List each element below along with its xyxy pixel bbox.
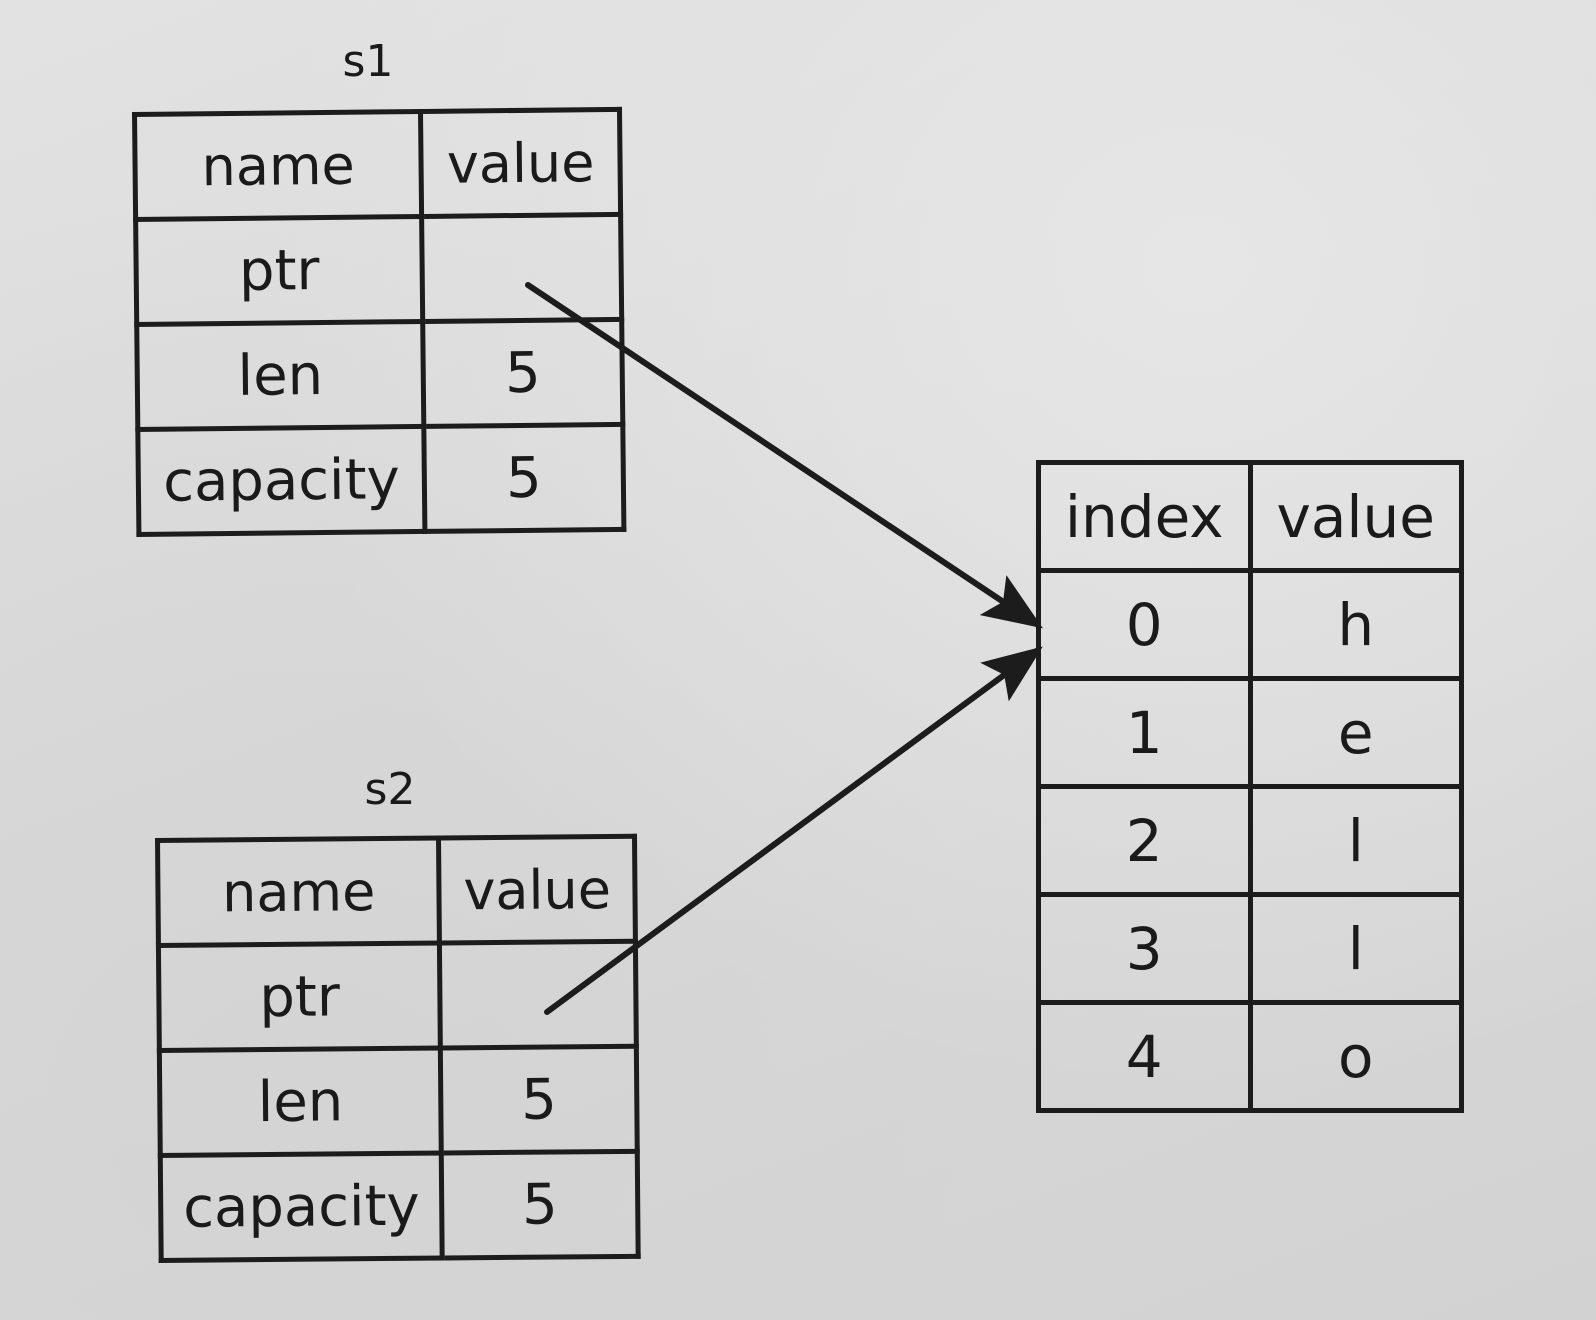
s2-header-name: name [157,838,440,946]
heap-value-cell: o [1247,1000,1464,1113]
heap-header-row: index value [1036,460,1464,573]
heap-header-index: index [1036,460,1253,573]
s1-table: name value ptr len 5 capacity 5 [132,107,626,537]
heap-row: 4 o [1036,1000,1464,1113]
heap-table: index value 0 h 1 e 2 l 3 l 4 o [1036,460,1464,1113]
s2-ptr-name: ptr [158,943,441,1051]
s2-label: s2 [364,764,416,815]
s1-header-value: value [420,109,621,217]
s1-capacity-value: 5 [423,424,624,532]
heap-index-cell: 2 [1036,784,1253,897]
s1-ptr-value [421,214,622,322]
heap-index-cell: 4 [1036,1000,1253,1113]
s2-row-len: len 5 [159,1046,638,1156]
s1-label: s1 [342,36,394,87]
s2-capacity-name: capacity [160,1153,443,1261]
s2-row-ptr: ptr [158,941,637,1051]
s1-len-value: 5 [422,319,623,427]
heap-row: 1 e [1036,676,1464,789]
heap-row: 0 h [1036,568,1464,681]
s1-header-name: name [134,111,422,220]
heap-index-cell: 3 [1036,892,1253,1005]
heap-row: 2 l [1036,784,1464,897]
s2-len-name: len [159,1048,442,1156]
s2-row-capacity: capacity 5 [160,1151,639,1261]
s1-row-ptr: ptr [135,214,622,325]
s1-capacity-name: capacity [137,426,426,535]
heap-value-cell: h [1247,568,1464,681]
s2-header-value: value [438,836,636,944]
s1-ptr-name: ptr [135,216,423,325]
heap-header-value: value [1247,460,1464,573]
s2-header-row: name value [157,836,636,946]
heap-value-cell: l [1247,784,1464,897]
heap-index-cell: 1 [1036,676,1253,789]
s1-header-row: name value [134,109,621,220]
heap-index-cell: 0 [1036,568,1253,681]
s2-table: name value ptr len 5 capacity 5 [155,834,641,1263]
s2-ptr-value [439,941,637,1049]
s2-capacity-value: 5 [441,1151,639,1259]
s1-len-name: len [136,321,424,430]
heap-value-cell: e [1247,676,1464,789]
s2-len-value: 5 [440,1046,638,1154]
s1-row-capacity: capacity 5 [137,424,624,535]
heap-value-cell: l [1247,892,1464,1005]
s1-row-len: len 5 [136,319,623,430]
heap-row: 3 l [1036,892,1464,1005]
